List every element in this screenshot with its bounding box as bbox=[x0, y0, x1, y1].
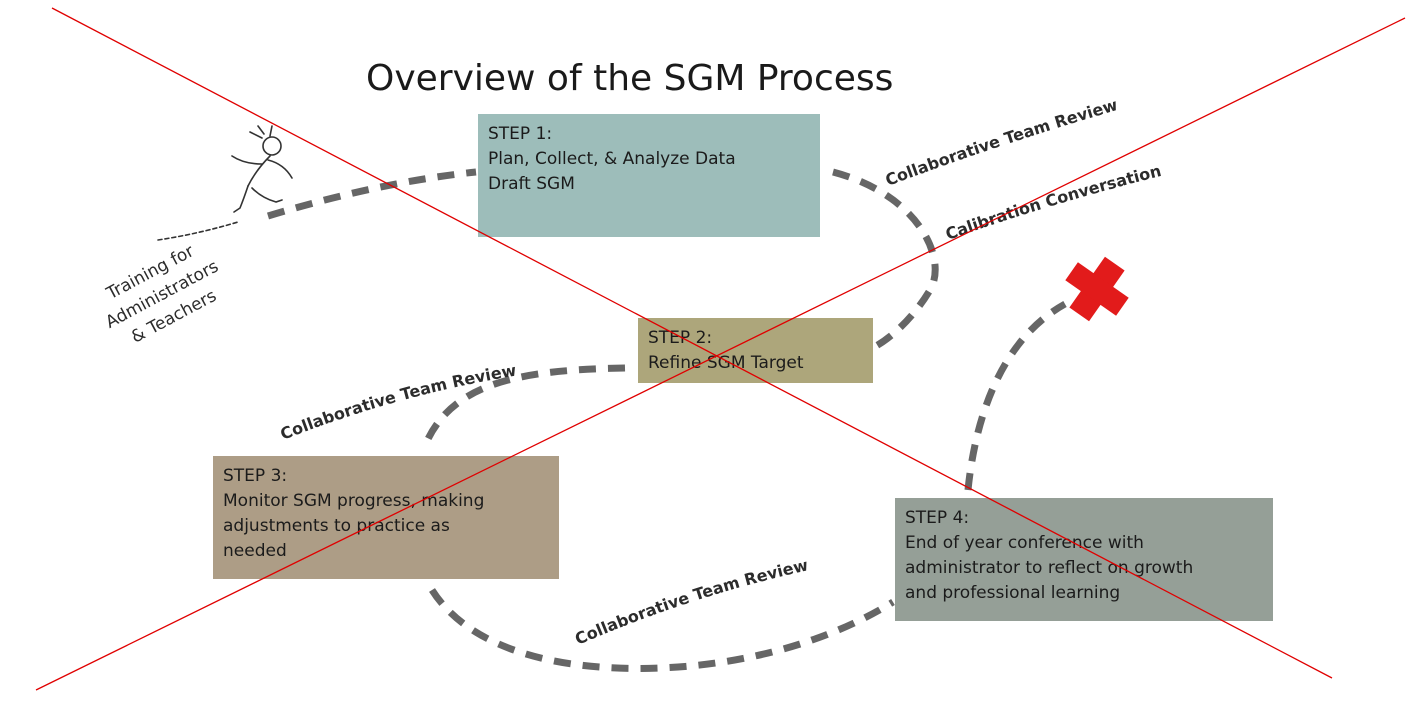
page-title: Overview of the SGM Process bbox=[366, 58, 894, 99]
step-1-line-2: Draft SGM bbox=[488, 174, 575, 194]
step-2-box: STEP 2: Refine SGM Target bbox=[638, 318, 873, 383]
path-step3-to-step4 bbox=[429, 588, 895, 672]
process-path bbox=[266, 168, 1067, 672]
step-3-heading: STEP 3: bbox=[223, 466, 288, 486]
step-1-heading: STEP 1: bbox=[488, 124, 553, 144]
walking-figure-icon bbox=[157, 125, 293, 241]
step-3-line-1: Monitor SGM progress, making bbox=[223, 491, 485, 511]
step-2-line-1: Refine SGM Target bbox=[648, 353, 804, 373]
path-step1-to-step2 bbox=[832, 168, 939, 350]
path-step2-to-step3 bbox=[420, 364, 626, 450]
step-4-box: STEP 4: End of year conference with admi… bbox=[895, 498, 1273, 621]
red-cross-icon bbox=[1065, 256, 1129, 322]
step-1-box: STEP 1: Plan, Collect, & Analyze Data Dr… bbox=[478, 114, 820, 237]
step-1-line-1: Plan, Collect, & Analyze Data bbox=[488, 149, 736, 169]
step-4-line-3: and professional learning bbox=[905, 583, 1121, 603]
step-2-heading: STEP 2: bbox=[648, 328, 713, 348]
path-step4-to-finish bbox=[964, 300, 1067, 491]
strike-line-2 bbox=[35, 17, 1406, 691]
step-4-heading: STEP 4: bbox=[905, 508, 970, 528]
step-4-line-2: administrator to reflect on growth bbox=[905, 558, 1194, 578]
step-3-line-3: needed bbox=[223, 541, 287, 561]
step-3-line-2: adjustments to practice as bbox=[223, 516, 450, 536]
strike-line-1 bbox=[51, 7, 1333, 679]
path-start-to-step1 bbox=[266, 168, 477, 220]
